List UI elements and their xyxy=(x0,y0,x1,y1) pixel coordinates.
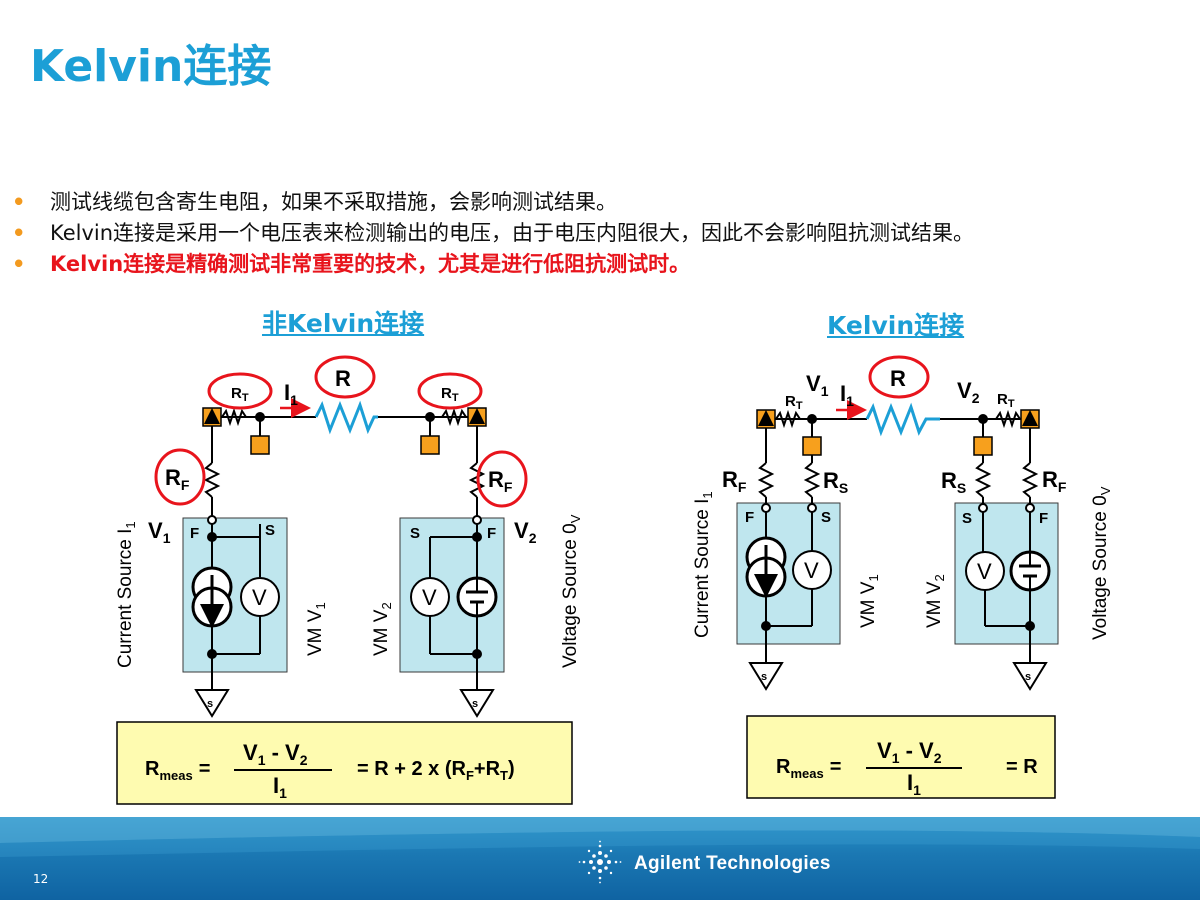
agilent-spark-icon xyxy=(578,840,622,884)
svg-text:s: s xyxy=(1025,671,1031,683)
voltmeter-v: V xyxy=(252,585,267,610)
label-r: R xyxy=(335,366,351,391)
bullet-item: • 测试线缆包含寄生电阻，如果不采取措施，会影响测试结果。 xyxy=(12,187,974,218)
svg-text:= R + 2 x (RF+RT): = R + 2 x (RF+RT) xyxy=(357,758,515,783)
label-rf: R xyxy=(165,465,181,490)
page-title: Kelvin连接 xyxy=(30,41,272,92)
svg-text:I1: I1 xyxy=(840,381,854,409)
svg-text:VM V2: VM V2 xyxy=(371,602,394,656)
highlight-rt-left xyxy=(207,372,273,410)
right-formula-box xyxy=(746,715,1056,799)
svg-text:V1: V1 xyxy=(148,518,171,546)
bullet-text: Kelvin连接是采用一个电压表来检测输出的电压，由于电压内阻很大，因此不会影响… xyxy=(50,221,975,245)
right-current-source-label: Current Source I xyxy=(692,499,713,638)
svg-text:VM V1: VM V1 xyxy=(858,574,881,628)
bullet-text: 测试线缆包含寄生电阻，如果不采取措施，会影响测试结果。 xyxy=(50,190,617,214)
footer-wave xyxy=(0,817,1200,857)
right-voltage-source-label: Voltage Source 0 xyxy=(1090,495,1111,640)
bullet-item: • Kelvin连接是采用一个电压表来检测输出的电压，由于电压内阻很大，因此不会影… xyxy=(12,218,974,249)
label-s: S xyxy=(265,522,275,539)
svg-text:RF: RF xyxy=(722,467,747,495)
svg-text:Voltage Source 0V: Voltage Source 0V xyxy=(560,514,583,668)
label-f: F xyxy=(487,525,496,542)
svg-text:RS: RS xyxy=(941,468,966,496)
svg-text:V: V xyxy=(977,559,992,584)
left-circuit xyxy=(182,400,505,718)
label-rt: R xyxy=(441,385,452,402)
svg-text:Rmeas=: Rmeas= xyxy=(145,758,210,783)
bullet-dot-icon: • xyxy=(12,190,26,214)
svg-text:S: S xyxy=(821,509,831,526)
highlight-r xyxy=(314,355,376,399)
svg-text:s: s xyxy=(761,671,767,683)
right-vm1-label: VM V xyxy=(858,581,879,628)
right-diagram-heading: Kelvin连接 xyxy=(827,311,965,340)
right-terminal-sense1 xyxy=(802,436,822,456)
highlight-r-kelvin xyxy=(868,355,930,399)
label-rt: R xyxy=(231,385,242,402)
formula-lhs: R xyxy=(145,758,160,780)
svg-text:V1: V1 xyxy=(806,371,829,399)
bullet-dot-icon: • xyxy=(12,252,26,276)
right-vm2-label: VM V xyxy=(924,581,945,628)
svg-text:Voltage Source 0V: Voltage Source 0V xyxy=(1090,486,1113,640)
left-vm2-label: VM V xyxy=(371,609,392,656)
right-circuit xyxy=(736,402,1059,691)
label-v2: V xyxy=(514,518,529,543)
label-rf: R xyxy=(488,467,504,492)
left-voltage-source-label: Voltage Source 0 xyxy=(560,523,581,668)
highlight-rt-right xyxy=(417,372,483,410)
voltmeter-v: V xyxy=(422,585,437,610)
svg-text:I1: I1 xyxy=(907,770,921,798)
left-diagram-heading: 非Kelvin连接 xyxy=(262,309,425,338)
svg-text:V2: V2 xyxy=(957,378,980,406)
svg-text:V2: V2 xyxy=(514,518,537,546)
svg-text:F: F xyxy=(745,509,754,526)
footer-bar xyxy=(0,817,1200,900)
svg-text:RT: RT xyxy=(997,391,1015,410)
svg-text:RT: RT xyxy=(441,385,459,404)
page-number: 12 xyxy=(33,872,49,886)
label-s: S xyxy=(410,525,420,542)
left-current-source-label: Current Source I xyxy=(115,529,136,668)
bullet-list: • 测试线缆包含寄生电阻，如果不采取措施，会影响测试结果。 • Kelvin连接是采… xyxy=(12,187,974,280)
svg-text:RF: RF xyxy=(488,467,513,495)
svg-text:I1: I1 xyxy=(273,773,287,801)
svg-text:RT: RT xyxy=(231,385,249,404)
label-v1: V xyxy=(148,518,163,543)
svg-text:R: R xyxy=(890,366,906,391)
svg-text:I1: I1 xyxy=(284,380,298,408)
label-f: F xyxy=(190,525,199,542)
bullet-dot-icon: • xyxy=(12,221,26,245)
highlight-rf-right xyxy=(476,450,528,508)
svg-text:RF: RF xyxy=(165,465,190,493)
svg-text:RF: RF xyxy=(1042,467,1067,495)
svg-text:V1 - V2: V1 - V2 xyxy=(243,740,308,768)
circuit-diagrams: RT RT R I1 RF RF V1 V2 F S S F s s V V C… xyxy=(115,355,1113,805)
svg-text:Current Source I1: Current Source I1 xyxy=(692,491,715,638)
bullet-text: Kelvin连接是精确测试非常重要的技术，尤其是进行低阻抗测试时。 xyxy=(50,252,691,276)
svg-text:V: V xyxy=(804,558,819,583)
left-vm1-label: VM V xyxy=(305,609,326,656)
label-ground-s: s xyxy=(207,698,213,710)
svg-text:Rmeas=: Rmeas= xyxy=(776,756,841,781)
formula-rhs: = R + 2 x (R xyxy=(357,758,466,780)
label-ground-s: s xyxy=(472,698,478,710)
right-terminal-sense2 xyxy=(973,436,993,456)
brand-name: Agilent Technologies xyxy=(634,853,831,874)
svg-text:VM V1: VM V1 xyxy=(305,602,328,656)
svg-text:RT: RT xyxy=(785,393,803,412)
svg-text:Current Source I1: Current Source I1 xyxy=(115,521,138,668)
svg-text:VM V2: VM V2 xyxy=(924,574,947,628)
left-formula-box xyxy=(116,721,573,805)
svg-text:F: F xyxy=(1039,510,1048,527)
svg-text:V1 - V2: V1 - V2 xyxy=(877,738,942,766)
svg-text:S: S xyxy=(962,510,972,527)
bullet-item-highlight: • Kelvin连接是精确测试非常重要的技术，尤其是进行低阻抗测试时。 xyxy=(12,249,974,280)
svg-text:RS: RS xyxy=(823,468,848,496)
label-i1: I xyxy=(284,380,290,405)
formula-rhs-kelvin: = R xyxy=(1006,756,1038,778)
highlight-rf-left xyxy=(154,448,206,506)
